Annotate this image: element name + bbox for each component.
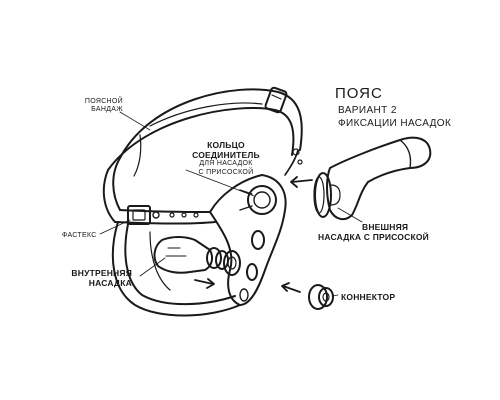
belt-label-line2: БАНДАЖ — [91, 106, 123, 114]
outer-label: ВНЕШНЯЯ НАСАДКА С ПРИСОСКОЙ — [318, 222, 429, 242]
ring-label-line2: СОЕДИНИТЕЛЬ — [192, 150, 260, 161]
connector-arrow — [281, 282, 301, 293]
inner-label-line2: НАСАДКА — [88, 278, 132, 289]
inner-attachment — [153, 236, 241, 276]
belt-label-line1: ПОЯСНОЙ — [84, 98, 123, 105]
ring-label: КОЛЬЦО СОЕДИНИТЕЛЬ ДЛЯ НАСАДОК С ПРИСОСК… — [186, 140, 266, 177]
title-subtitle: ФИКСАЦИИ НАСАДОК — [338, 118, 452, 129]
ring-label-line4: С ПРИСОСКОЙ — [198, 168, 254, 176]
connector-label: КОННЕКТОР — [341, 292, 396, 302]
leader-lines — [99, 111, 363, 297]
outer-label-line1: ВНЕШНЯЯ — [362, 222, 409, 232]
inner-arrow — [194, 278, 215, 289]
diagram-title: ПОЯС — [335, 85, 383, 102]
inner-label: ВНУТРЕННЯЯ НАСАДКА — [60, 268, 132, 288]
outer-arrow — [290, 176, 313, 188]
belt-label: ПОЯСНОЙ БАНДАЖ — [68, 98, 123, 115]
ring-label-line1: КОЛЬЦО — [207, 140, 245, 150]
fastex-buckle — [127, 205, 199, 225]
inner-label-line1: ВНУТРЕННЯЯ — [71, 268, 132, 278]
ring-label-line3: ДЛЯ НАСАДОК — [199, 160, 253, 168]
title-variant: ВАРИАНТ 2 — [338, 105, 397, 116]
outer-attachment — [313, 136, 432, 221]
outer-label-line2: НАСАДКА С ПРИСОСКОЙ — [318, 232, 429, 243]
thigh-strap — [111, 221, 241, 317]
fastex-label: ФАСТЕКС — [62, 232, 97, 239]
belt-adjuster — [264, 86, 288, 114]
connector-part — [308, 284, 334, 310]
front-plate — [209, 148, 303, 306]
